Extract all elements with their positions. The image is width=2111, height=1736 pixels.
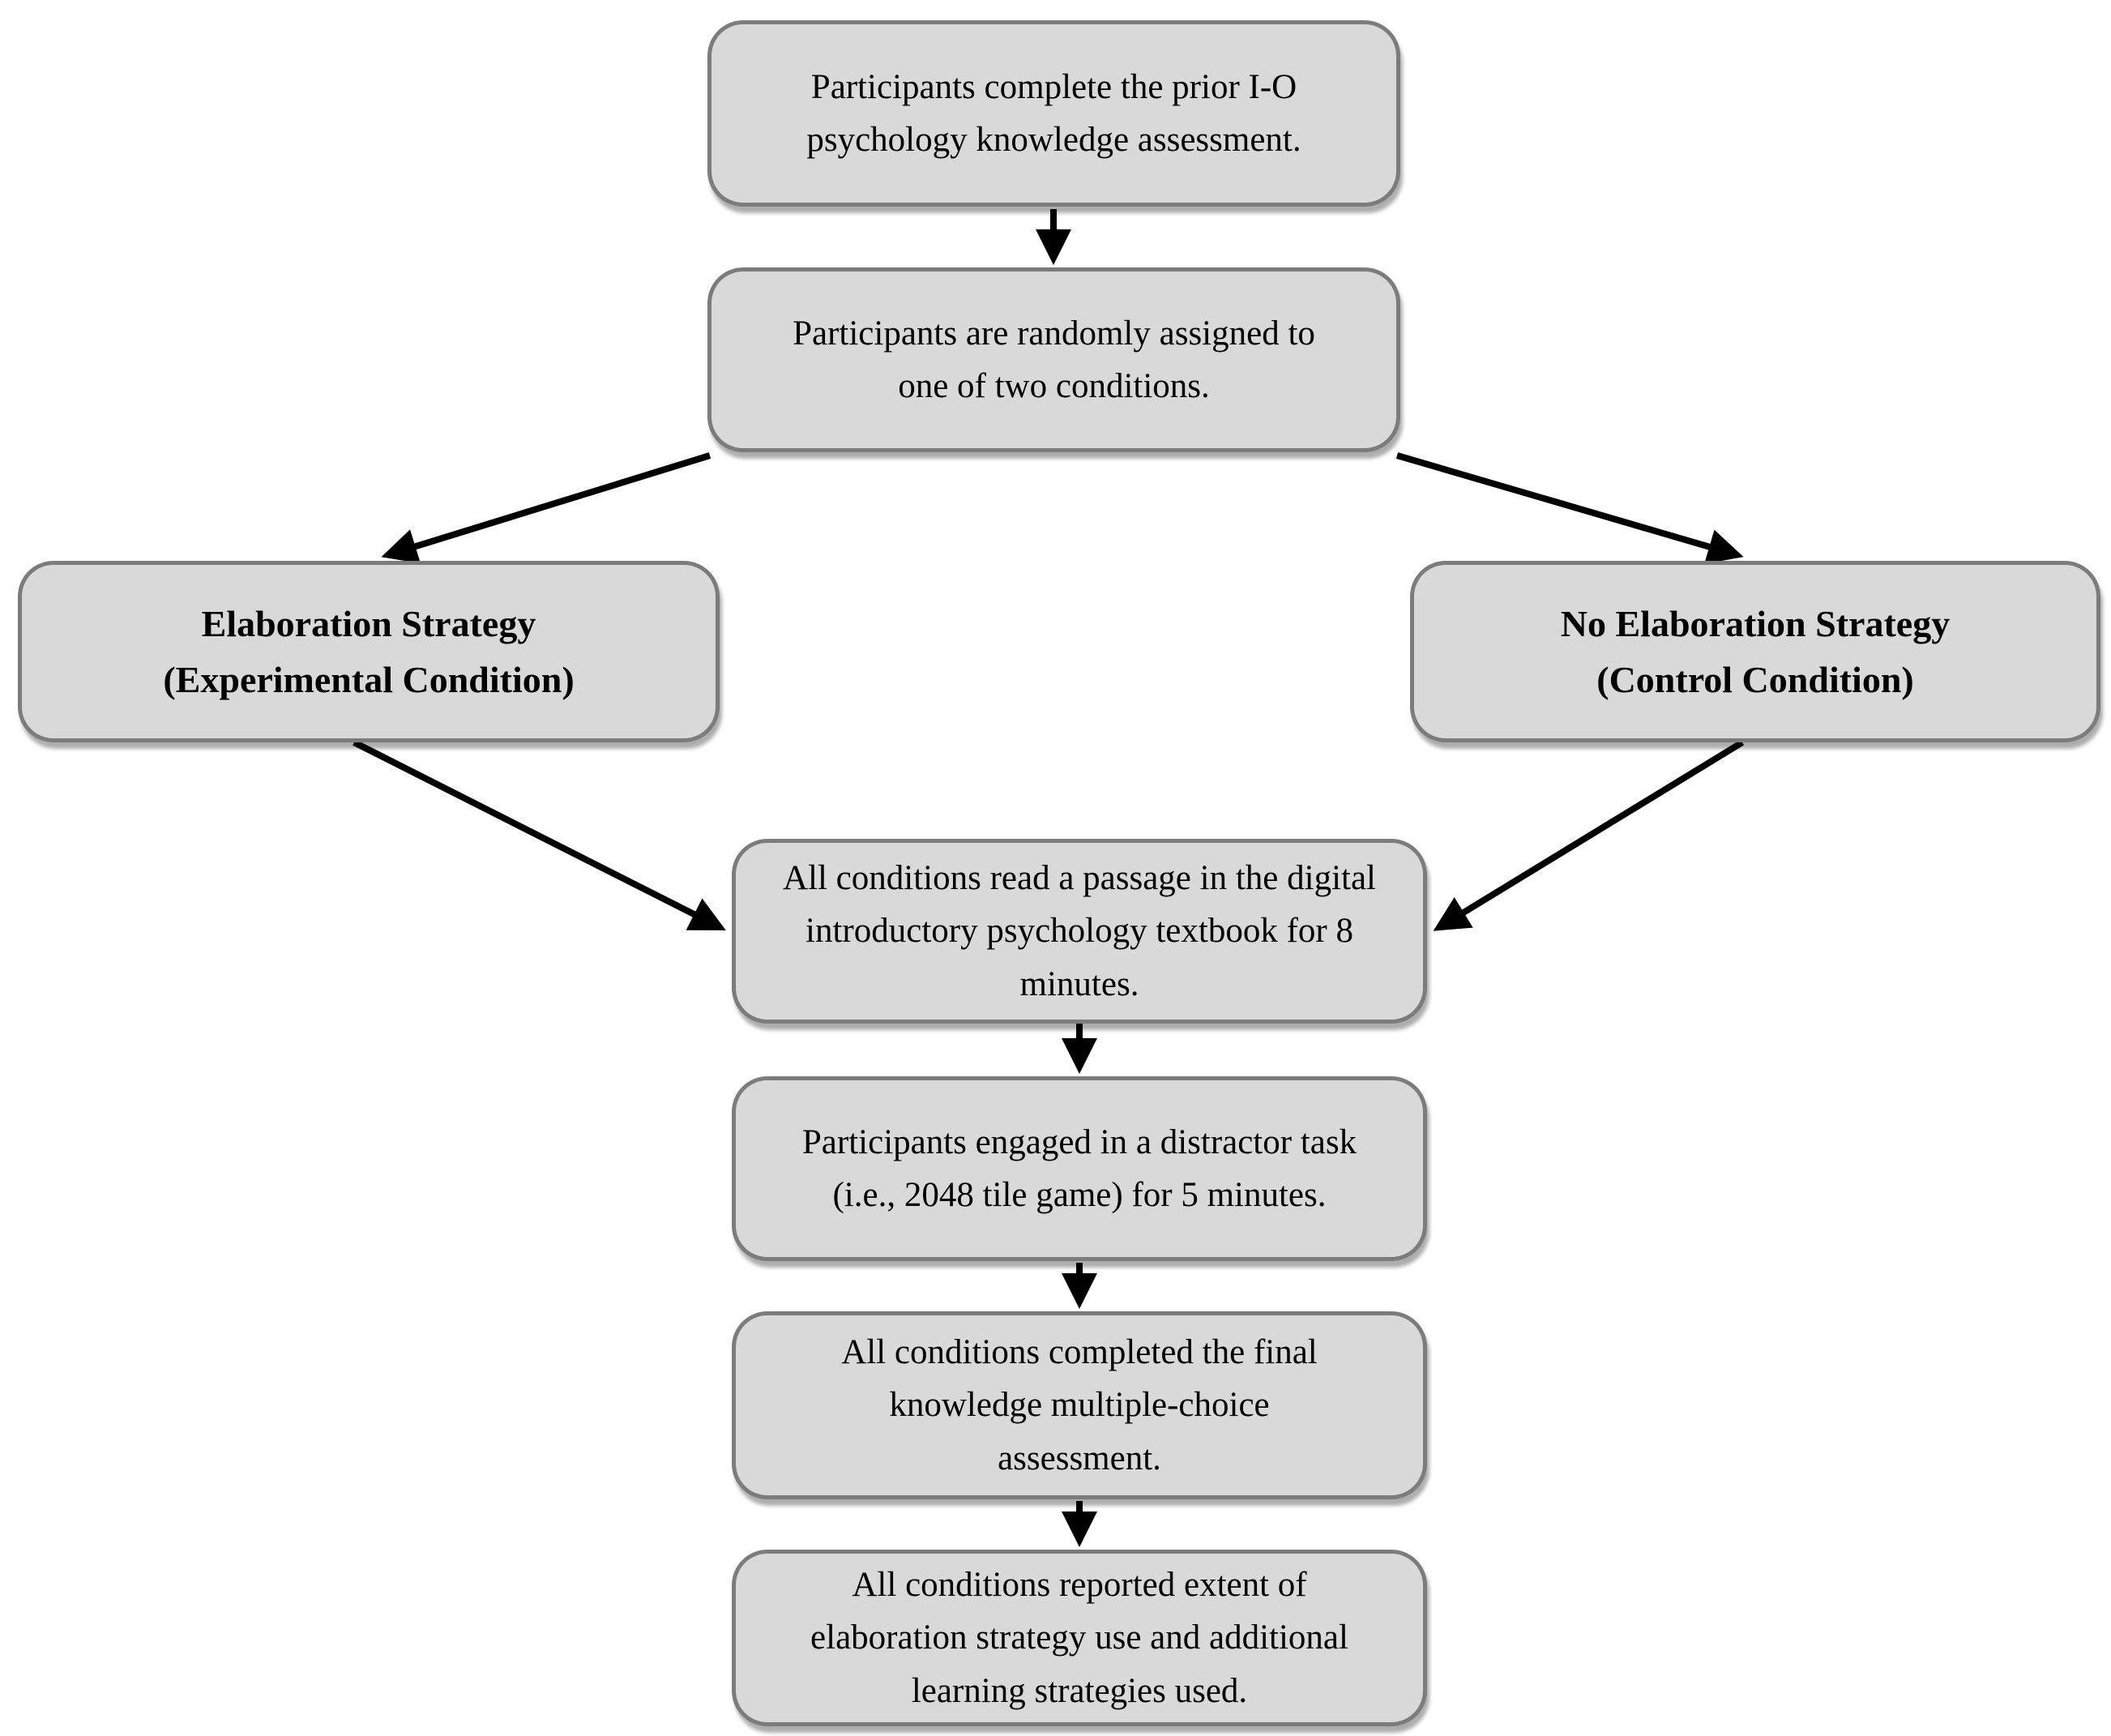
flow-node-random-assignment: Participants are randomly assigned to on… <box>707 267 1400 452</box>
flow-node-final-assessment: All conditions completed the final knowl… <box>732 1311 1427 1499</box>
flow-node-distractor-task: Participants engaged in a distractor tas… <box>732 1076 1427 1261</box>
condition-subtitle: (Control Condition) <box>1596 659 1914 700</box>
condition-subtitle: (Experimental Condition) <box>163 659 575 700</box>
arrow-control-to-passage <box>1433 739 1745 931</box>
arrow-experimental-to-passage <box>353 739 726 930</box>
flow-node-prior-knowledge-assessment: Participants complete the prior I-O psyc… <box>707 20 1400 207</box>
flow-node-text: Participants engaged in a distractor tas… <box>801 1122 1357 1214</box>
flow-node-text: No Elaboration Strategy (Control Conditio… <box>1561 596 1950 708</box>
flow-node-elaboration-strategy: Elaboration Strategy (Experimental Condit… <box>18 561 720 742</box>
flow-node-no-elaboration-strategy: No Elaboration Strategy (Control Conditio… <box>1410 561 2100 742</box>
condition-title: No Elaboration Strategy <box>1560 603 1951 644</box>
arrow-assignment-to-control <box>1395 452 1744 564</box>
flow-node-text: Participants complete the prior I-O psyc… <box>806 67 1301 159</box>
flow-node-text: Participants are randomly assigned to on… <box>793 314 1315 405</box>
arrow-assignment-to-experimental <box>381 452 712 564</box>
flow-node-text: Elaboration Strategy (Experimental Condit… <box>163 596 574 708</box>
flow-node-text: All conditions completed the final knowl… <box>841 1332 1318 1477</box>
flow-node-read-passage: All conditions read a passage in the dig… <box>732 839 1427 1024</box>
condition-title: Elaboration Strategy <box>201 603 536 644</box>
flow-node-text: All conditions read a passage in the dig… <box>782 858 1376 1003</box>
flow-node-strategy-use-report: All conditions reported extent of elabor… <box>732 1550 1427 1726</box>
flow-node-text: All conditions reported extent of elabor… <box>810 1565 1348 1710</box>
